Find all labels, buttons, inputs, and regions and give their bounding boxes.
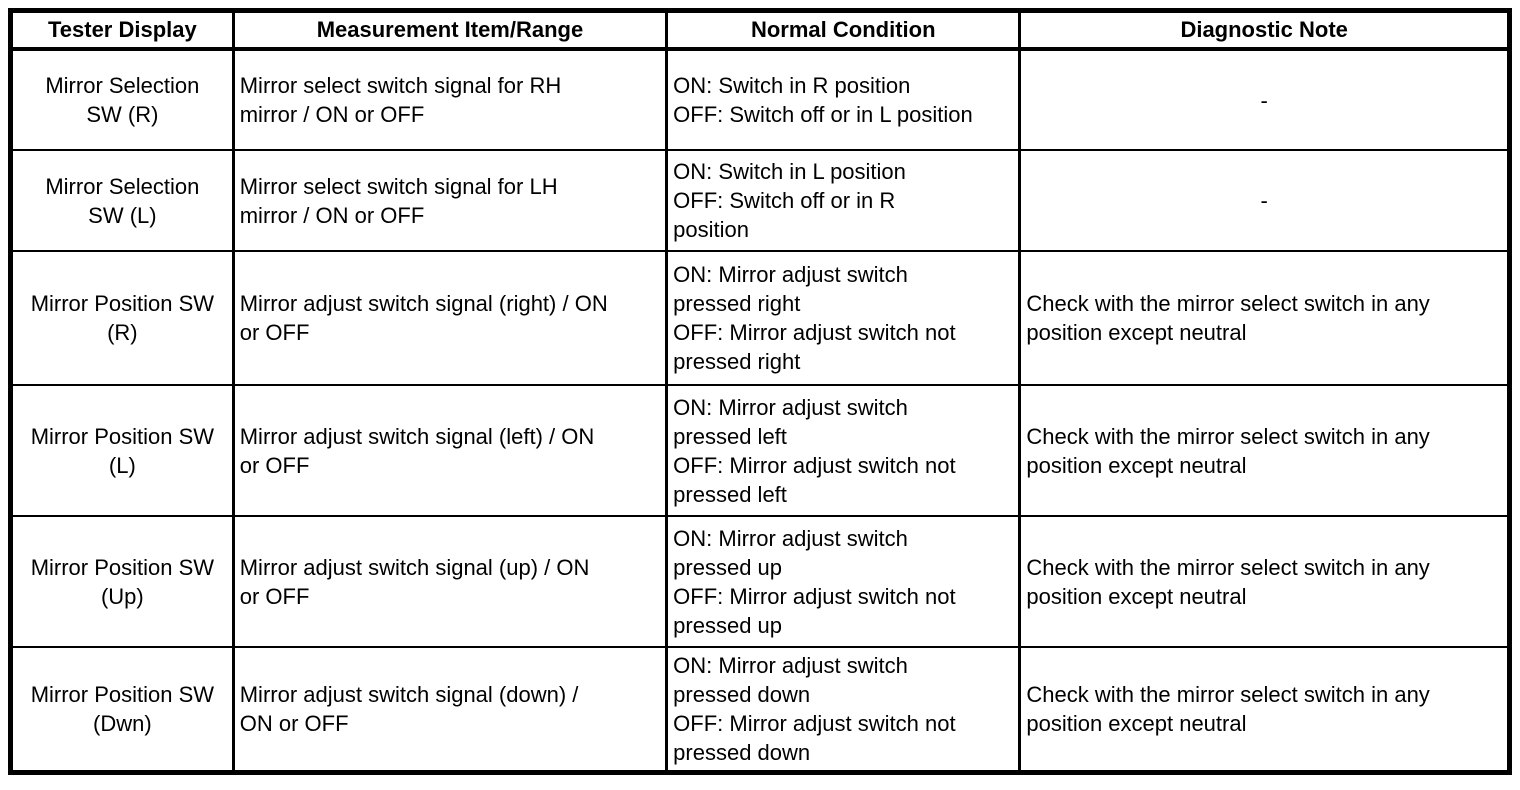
cell-normal-condition: ON: Switch in L position OFF: Switch off… <box>665 149 1022 252</box>
header-cell-normal-condition: Normal Condition <box>665 9 1022 51</box>
cell-measurement-item-range: Mirror adjust switch signal (left) / ON … <box>231 384 669 517</box>
header-cell-tester-display: Tester Display <box>9 9 235 51</box>
cell-tester-display: Mirror Position SW (L) <box>9 384 235 517</box>
cell-tester-display: Mirror Selection SW (L) <box>9 149 235 252</box>
cell-normal-condition: ON: Mirror adjust switch pressed up OFF:… <box>665 515 1022 648</box>
cell-normal-condition: ON: Switch in R position OFF: Switch off… <box>665 48 1022 151</box>
cell-diagnostic-note: Check with the mirror select switch in a… <box>1018 515 1511 648</box>
cell-normal-condition: ON: Mirror adjust switch pressed right O… <box>665 250 1022 386</box>
header-cell-diagnostic-note: Diagnostic Note <box>1018 9 1511 51</box>
cell-measurement-item-range: Mirror adjust switch signal (up) / ON or… <box>231 515 669 648</box>
table-row: Mirror Selection SW (L) Mirror select sw… <box>9 149 1511 252</box>
table-row: Mirror Position SW (L) Mirror adjust swi… <box>9 384 1511 517</box>
table-row: Mirror Position SW (R) Mirror adjust swi… <box>9 250 1511 386</box>
table-row: Mirror Position SW (Dwn) Mirror adjust s… <box>9 646 1511 773</box>
table-header-row: Tester Display Measurement Item/Range No… <box>9 9 1511 51</box>
cell-tester-display: Mirror Position SW (Up) <box>9 515 235 648</box>
table-row: Mirror Selection SW (R) Mirror select sw… <box>9 48 1511 151</box>
cell-diagnostic-note: Check with the mirror select switch in a… <box>1018 646 1511 773</box>
cell-normal-condition: ON: Mirror adjust switch pressed left OF… <box>665 384 1022 517</box>
cell-tester-display: Mirror Position SW (R) <box>9 250 235 386</box>
cell-tester-display: Mirror Selection SW (R) <box>9 48 235 151</box>
cell-measurement-item-range: Mirror select switch signal for LH mirro… <box>231 149 669 252</box>
cell-normal-condition: ON: Mirror adjust switch pressed down OF… <box>665 646 1022 773</box>
cell-measurement-item-range: Mirror adjust switch signal (down) / ON … <box>231 646 669 773</box>
cell-measurement-item-range: Mirror adjust switch signal (right) / ON… <box>231 250 669 386</box>
cell-diagnostic-note: Check with the mirror select switch in a… <box>1018 384 1511 517</box>
header-cell-measurement-item-range: Measurement Item/Range <box>231 9 669 51</box>
tester-data-list-table: Tester Display Measurement Item/Range No… <box>8 8 1512 775</box>
table-row: Mirror Position SW (Up) Mirror adjust sw… <box>9 515 1511 648</box>
cell-tester-display: Mirror Position SW (Dwn) <box>9 646 235 773</box>
cell-diagnostic-note: Check with the mirror select switch in a… <box>1018 250 1511 386</box>
cell-diagnostic-note: - <box>1018 48 1511 151</box>
cell-diagnostic-note: - <box>1018 149 1511 252</box>
cell-measurement-item-range: Mirror select switch signal for RH mirro… <box>231 48 669 151</box>
